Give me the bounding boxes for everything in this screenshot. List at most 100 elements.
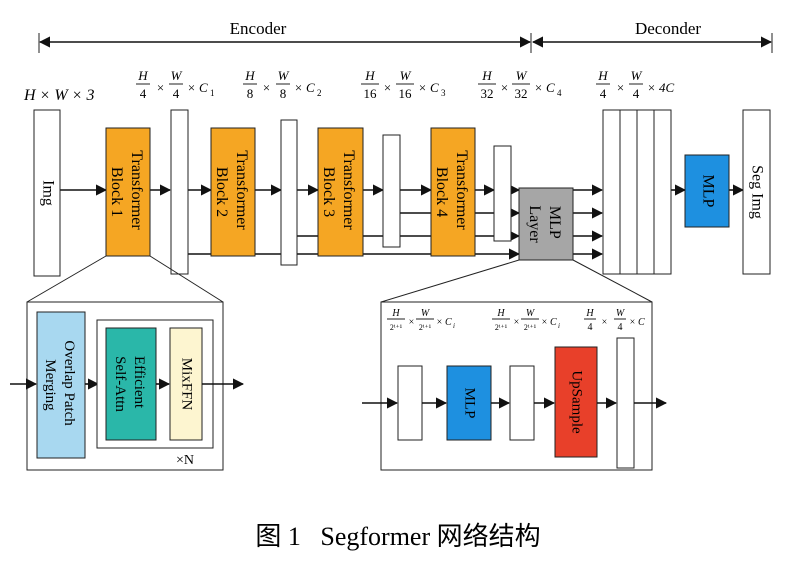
svg-text:C: C: [199, 80, 208, 95]
svg-text:×: ×: [629, 317, 636, 328]
zoom-line-left-a: [26, 255, 107, 303]
svg-text:C: C: [546, 80, 555, 95]
svg-text:MLP: MLP: [699, 175, 716, 208]
svg-text:W: W: [631, 68, 643, 83]
svg-text:32: 32: [515, 86, 528, 101]
decoder-dim: H 4 × W 4 × 4C: [596, 68, 675, 101]
encoder-label: Encoder: [230, 19, 287, 38]
svg-text:H: H: [364, 68, 375, 83]
transformer-block-4: Transformer Block 4: [430, 127, 476, 257]
mlp-layer-detail: H 2ⁱ⁺¹ × W 2ⁱ⁺¹ × C i H 2ⁱ⁺¹ × W 2ⁱ⁺¹ × …: [362, 301, 668, 471]
mlp-layer-block: MLP Layer: [518, 187, 574, 261]
svg-text:Img: Img: [39, 180, 56, 206]
svg-text:UpSample: UpSample: [569, 370, 585, 434]
svg-text:W: W: [278, 68, 290, 83]
svg-text:4: 4: [633, 86, 640, 101]
decoder-stacked-features: [602, 109, 672, 275]
svg-text:4: 4: [140, 86, 147, 101]
svg-text:C: C: [445, 317, 452, 328]
detail-dim-1: H 2ⁱ⁺¹ × W 2ⁱ⁺¹ × C i: [387, 308, 455, 332]
svg-text:W: W: [526, 308, 536, 319]
svg-text:4: 4: [557, 88, 562, 98]
svg-text:3: 3: [441, 88, 446, 98]
svg-text:H: H: [481, 68, 492, 83]
svg-text:32: 32: [481, 86, 494, 101]
svg-text:×: ×: [513, 317, 520, 328]
svg-text:MixFFN: MixFFN: [179, 358, 195, 411]
svg-text:W: W: [616, 308, 626, 319]
svg-text:C: C: [638, 317, 645, 328]
feature-map-2: [280, 119, 298, 266]
repeat-label: ×N: [176, 453, 194, 468]
svg-text:2ⁱ⁺¹: 2ⁱ⁺¹: [390, 323, 403, 332]
svg-text:i: i: [453, 322, 455, 330]
detail-feature-out: [616, 337, 635, 469]
svg-text:1: 1: [210, 88, 215, 98]
detail-feature-in: [397, 365, 423, 441]
svg-text:2ⁱ⁺¹: 2ⁱ⁺¹: [495, 323, 508, 332]
stage4-dim: H 32 × W 32 × C 4: [478, 68, 562, 101]
svg-text:8: 8: [280, 86, 287, 101]
svg-text:×: ×: [436, 317, 443, 328]
svg-text:4: 4: [588, 322, 593, 333]
svg-text:H: H: [391, 308, 400, 319]
svg-text:MLP: MLP: [462, 388, 478, 419]
svg-text:2: 2: [317, 88, 322, 98]
detail-feature-mid: [509, 365, 535, 441]
input-dim: H × W × 3: [23, 87, 94, 104]
stage3-dim: H 16 × W 16 × C 3: [361, 68, 446, 101]
svg-text:W: W: [400, 68, 412, 83]
feature-map-4: [493, 145, 512, 242]
transformer-block-2: Transformer Block 2: [210, 127, 256, 257]
svg-text:Overlap Patch Merging: Overlap Patch Merging: [42, 340, 77, 429]
transformer-block-1: Transformer Block 1: [105, 127, 151, 257]
decoder-range: Deconder: [531, 19, 773, 53]
svg-text:Transformer Block 2: Transformer Block 2: [213, 150, 250, 233]
svg-text:×: ×: [418, 80, 427, 95]
feature-map-3: [382, 134, 401, 248]
detail-upsample: [554, 346, 598, 458]
svg-text:4C: 4C: [659, 80, 675, 95]
img-block: Img: [33, 109, 61, 277]
transformer-block-detail: Overlap Patch Merging Efficient Self-Att…: [10, 301, 245, 471]
svg-text:C: C: [550, 317, 557, 328]
svg-text:4: 4: [173, 86, 180, 101]
detail-dim-3: H 4 × W 4 × C: [584, 308, 645, 333]
svg-text:H: H: [496, 308, 505, 319]
svg-text:2ⁱ⁺¹: 2ⁱ⁺¹: [419, 323, 432, 332]
svg-text:16: 16: [399, 86, 413, 101]
svg-text:×: ×: [262, 80, 271, 95]
stage1-dim: H 4 × W 4 × C 1: [136, 68, 215, 101]
svg-text:H: H: [585, 308, 594, 319]
svg-text:H: H: [137, 68, 148, 83]
svg-text:2ⁱ⁺¹: 2ⁱ⁺¹: [524, 323, 537, 332]
svg-text:Transformer Block 1: Transformer Block 1: [108, 150, 145, 233]
detail-dim-2: H 2ⁱ⁺¹ × W 2ⁱ⁺¹ × C i: [492, 308, 560, 332]
svg-text:×: ×: [601, 317, 608, 328]
decoder-label: Deconder: [635, 19, 701, 38]
svg-text:×: ×: [187, 80, 196, 95]
svg-text:Efficient Self-Attn: Efficient Self-Attn: [112, 356, 147, 412]
stage2-dim: H 8 × W 8 × C 2: [243, 68, 322, 101]
svg-text:×: ×: [408, 317, 415, 328]
svg-text:×: ×: [534, 80, 543, 95]
svg-text:MLP Layer: MLP Layer: [526, 205, 563, 243]
zoom-line-left-b: [149, 255, 224, 303]
mlp-block: MLP: [684, 154, 730, 228]
svg-text:W: W: [421, 308, 431, 319]
svg-text:8: 8: [247, 86, 254, 101]
svg-text:4: 4: [600, 86, 607, 101]
transformer-block-3: Transformer Block 3: [317, 127, 364, 257]
svg-text:H: H: [597, 68, 608, 83]
svg-text:W: W: [516, 68, 528, 83]
svg-text:×: ×: [383, 80, 392, 95]
svg-text:16: 16: [364, 86, 378, 101]
svg-text:H: H: [244, 68, 255, 83]
svg-text:×: ×: [500, 80, 509, 95]
svg-text:×: ×: [294, 80, 303, 95]
seg-img-block: Seg Img: [742, 109, 771, 275]
svg-text:×: ×: [647, 80, 656, 95]
svg-text:Seg Img: Seg Img: [748, 165, 765, 219]
feature-map-1: [170, 109, 189, 275]
